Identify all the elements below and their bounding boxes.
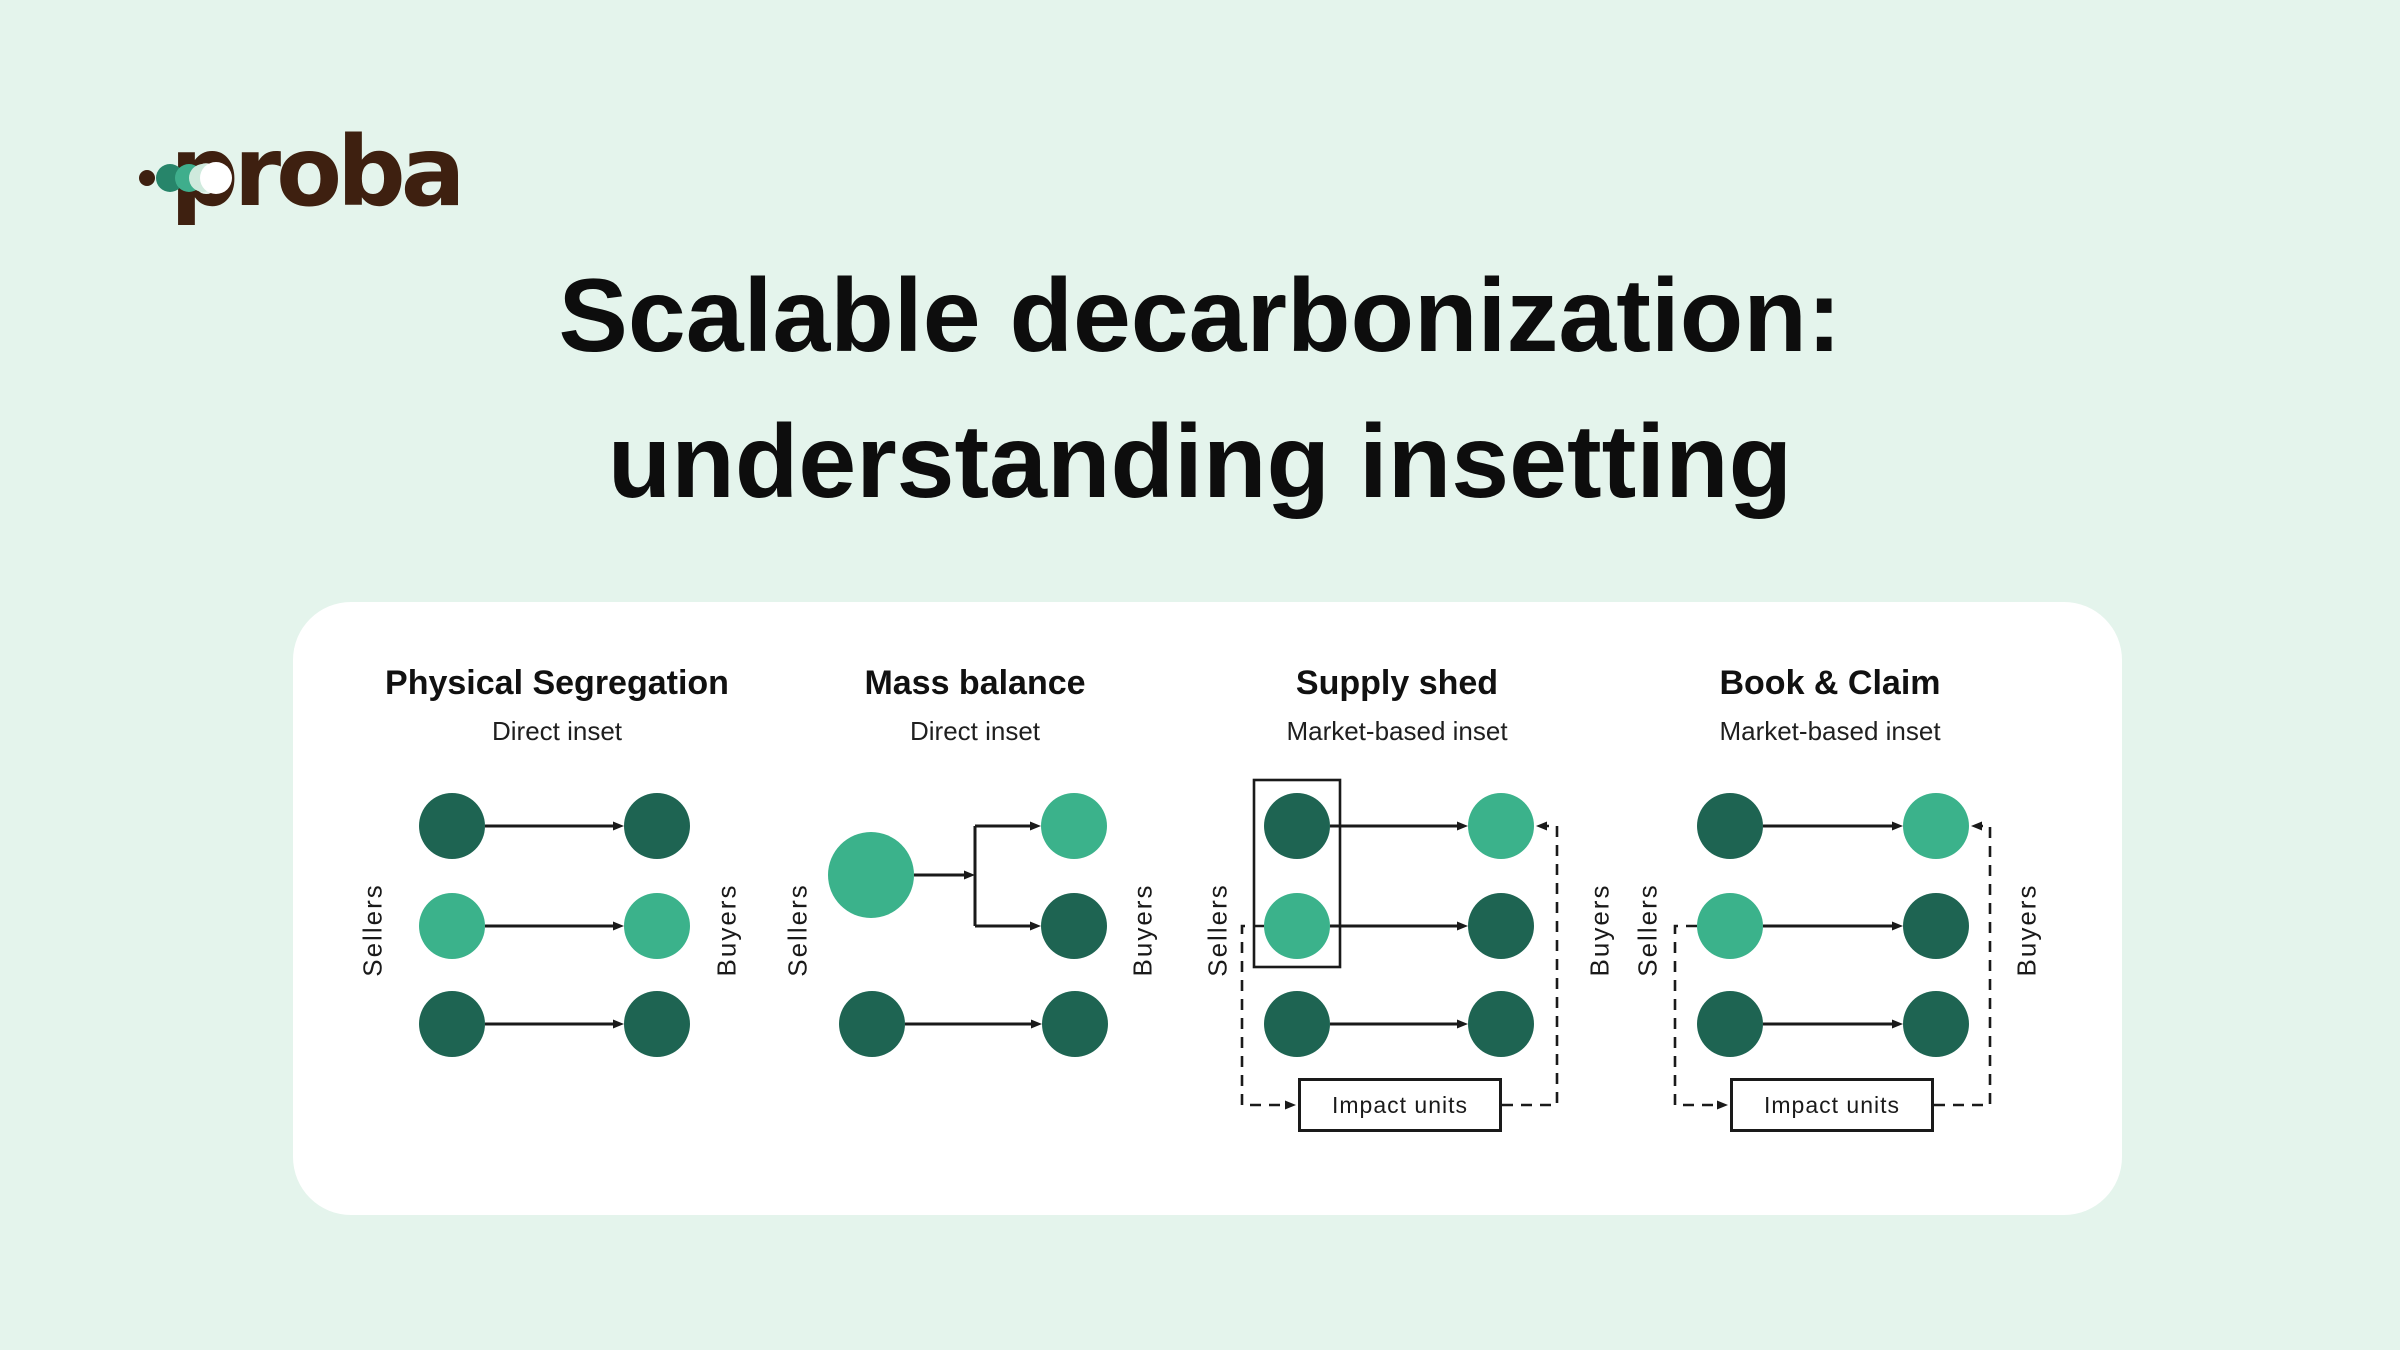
buyer-circle: [1468, 793, 1534, 859]
buyer-circle: [1042, 991, 1108, 1057]
panel-title-mass-balance: Mass balance: [864, 664, 1086, 702]
diagram-book-and-claim: [1673, 793, 1992, 1110]
buyer-circle: [1041, 893, 1107, 959]
panel-title-physical-segregation: Physical Segregation: [385, 664, 729, 702]
seller-circle: [419, 991, 485, 1057]
buyer-circle: [624, 893, 690, 959]
impact-flow-dashed-line: [1240, 924, 1296, 1110]
panel-title-supply-shed: Supply shed: [1295, 664, 1499, 702]
page-title-line-1: Scalable decarbonization:: [558, 258, 1842, 374]
seller-circle: [1264, 893, 1330, 959]
diagram-physical-segregation: [419, 793, 690, 1057]
impact-flow-dashed-line: [1934, 821, 1992, 1107]
buyer-circle: [1903, 793, 1969, 859]
seller-circle: [1697, 893, 1763, 959]
buyer-circle: [1468, 991, 1534, 1057]
impact-units-label-supply-shed: Impact units: [1332, 1091, 1468, 1118]
seller-circle: [839, 991, 905, 1057]
schemes-diagram: [419, 778, 1992, 1110]
diagram-mass-balance: [828, 793, 1108, 1057]
insetting-schemes-card: Physical Segregation Direct inset Mass b…: [293, 602, 2122, 1215]
proba-logo: proba: [139, 100, 560, 250]
impact-flow-dashed-line: [1502, 821, 1559, 1107]
panel-subtitle-mass-balance: Direct inset: [909, 716, 1041, 746]
logo-dot-brown-icon: [139, 170, 155, 186]
seller-circle: [1264, 991, 1330, 1057]
panel-subtitle-supply-shed: Market-based inset: [1286, 716, 1508, 746]
panel-subtitle-book-and-claim: Market-based inset: [1719, 716, 1941, 746]
panel-subtitle-physical-segregation: Direct inset: [491, 716, 623, 746]
impact-units-box-book-and-claim: Impact units: [1730, 1078, 1934, 1132]
seller-circle: [419, 793, 485, 859]
impact-flow-dashed-line: [1673, 924, 1728, 1110]
page-title: Scalable decarbonization: understanding …: [0, 243, 2400, 535]
buyer-circle: [624, 793, 690, 859]
seller-circle: [419, 893, 485, 959]
seller-circle: [1697, 991, 1763, 1057]
buyer-circle: [1468, 893, 1534, 959]
impact-units-label-book-and-claim: Impact units: [1764, 1091, 1900, 1118]
seller-circle-large: [828, 832, 914, 918]
impact-units-box-supply-shed: Impact units: [1298, 1078, 1502, 1132]
seller-circle: [1697, 793, 1763, 859]
supply-shed-outline: [1252, 778, 1342, 969]
buyer-circle: [1903, 893, 1969, 959]
buyer-circle: [624, 991, 690, 1057]
seller-circle: [1264, 793, 1330, 859]
diagram-supply-shed: [1240, 778, 1559, 1110]
buyer-circle: [1041, 793, 1107, 859]
logo-circle-white-icon: [200, 162, 232, 194]
page-title-line-2: understanding insetting: [607, 404, 1793, 520]
buyer-circle: [1903, 991, 1969, 1057]
panel-title-book-and-claim: Book & Claim: [1719, 664, 1941, 702]
